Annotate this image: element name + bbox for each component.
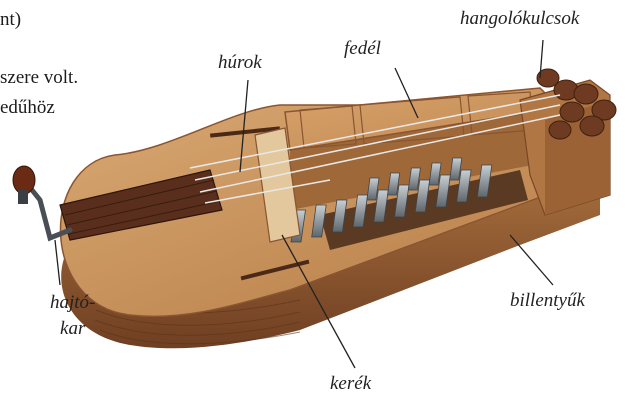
leader-crank xyxy=(55,240,60,285)
label-cover: fedél xyxy=(344,38,381,60)
label-wheel: kerék xyxy=(330,373,371,395)
label-strings: húrok xyxy=(218,52,262,74)
label-crank: hajtó- kar xyxy=(50,290,95,341)
leader-keys xyxy=(510,235,553,285)
label-tuning-pegs: hangolókulcsok xyxy=(460,8,579,30)
label-keys: billentyűk xyxy=(510,290,585,312)
